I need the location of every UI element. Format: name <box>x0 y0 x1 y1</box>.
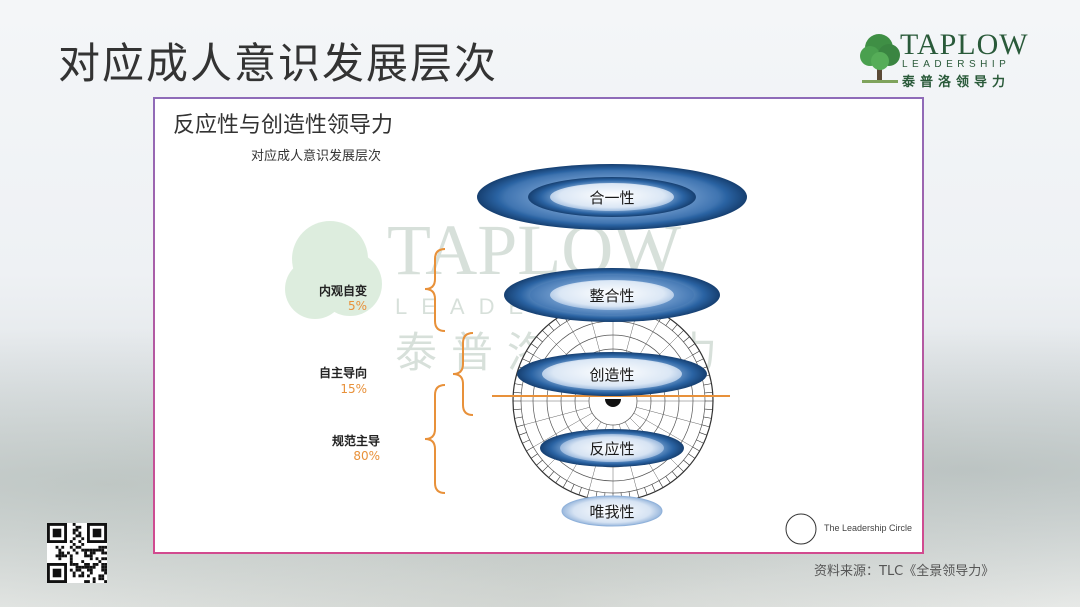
tlc-text: The Leadership Circle <box>824 523 913 533</box>
group-percent-norm: 80% <box>353 449 380 463</box>
qr-code <box>47 523 107 583</box>
logo-chinese: 泰普洛领导力 <box>902 75 1011 90</box>
group-percent-self: 15% <box>340 382 367 396</box>
tlc-logo: The Leadership Circle <box>783 511 943 551</box>
circle-icon <box>785 513 817 545</box>
level-label-creative: 创造性 <box>589 366 634 384</box>
panel-title: 反应性与创造性领导力 <box>173 113 394 138</box>
content-panel: 反应性与创造性领导力 对应成人意识发展层次 <box>153 97 924 554</box>
level-label-reactive: 反应性 <box>589 440 634 458</box>
level-label-egocentric: 唯我性 <box>589 503 634 521</box>
group-name-self: 自主导向 <box>318 366 367 380</box>
source-note: 资料来源：TLC《全景领导力》 <box>814 564 995 579</box>
panel-subtitle: 对应成人意识发展层次 <box>251 149 382 164</box>
level-integral: 整合性 <box>504 268 720 322</box>
tree-icon <box>860 34 900 83</box>
taplow-logo: TAPLOW LEADERSHIP 泰普洛领导力 <box>858 28 1043 90</box>
group-name-inner: 内观自变 <box>318 284 367 298</box>
logo-wordmark: TAPLOW <box>900 28 1029 61</box>
group-percent-inner: 5% <box>347 299 367 313</box>
level-label-integral: 整合性 <box>589 287 634 305</box>
bracket-norm <box>424 384 446 494</box>
level-creative: 创造性 <box>517 352 707 396</box>
level-egocentric: 唯我性 <box>561 495 663 527</box>
level-label-unitive: 合一性 <box>589 189 634 207</box>
radial-compass <box>512 300 714 502</box>
level-reactive: 反应性 <box>540 429 684 467</box>
bracket-self <box>452 332 474 416</box>
logo-subtitle: LEADERSHIP <box>902 59 1011 70</box>
slide-title: 对应成人意识发展层次 <box>58 39 499 88</box>
consciousness-diagram: TAPLOW LEADERSHIP 泰普洛领导力 <box>285 164 747 527</box>
level-unitive: 合一性 <box>477 164 747 230</box>
bracket-inner <box>424 248 446 332</box>
orange-brackets <box>424 248 474 494</box>
group-name-norm: 规范主导 <box>331 434 380 448</box>
